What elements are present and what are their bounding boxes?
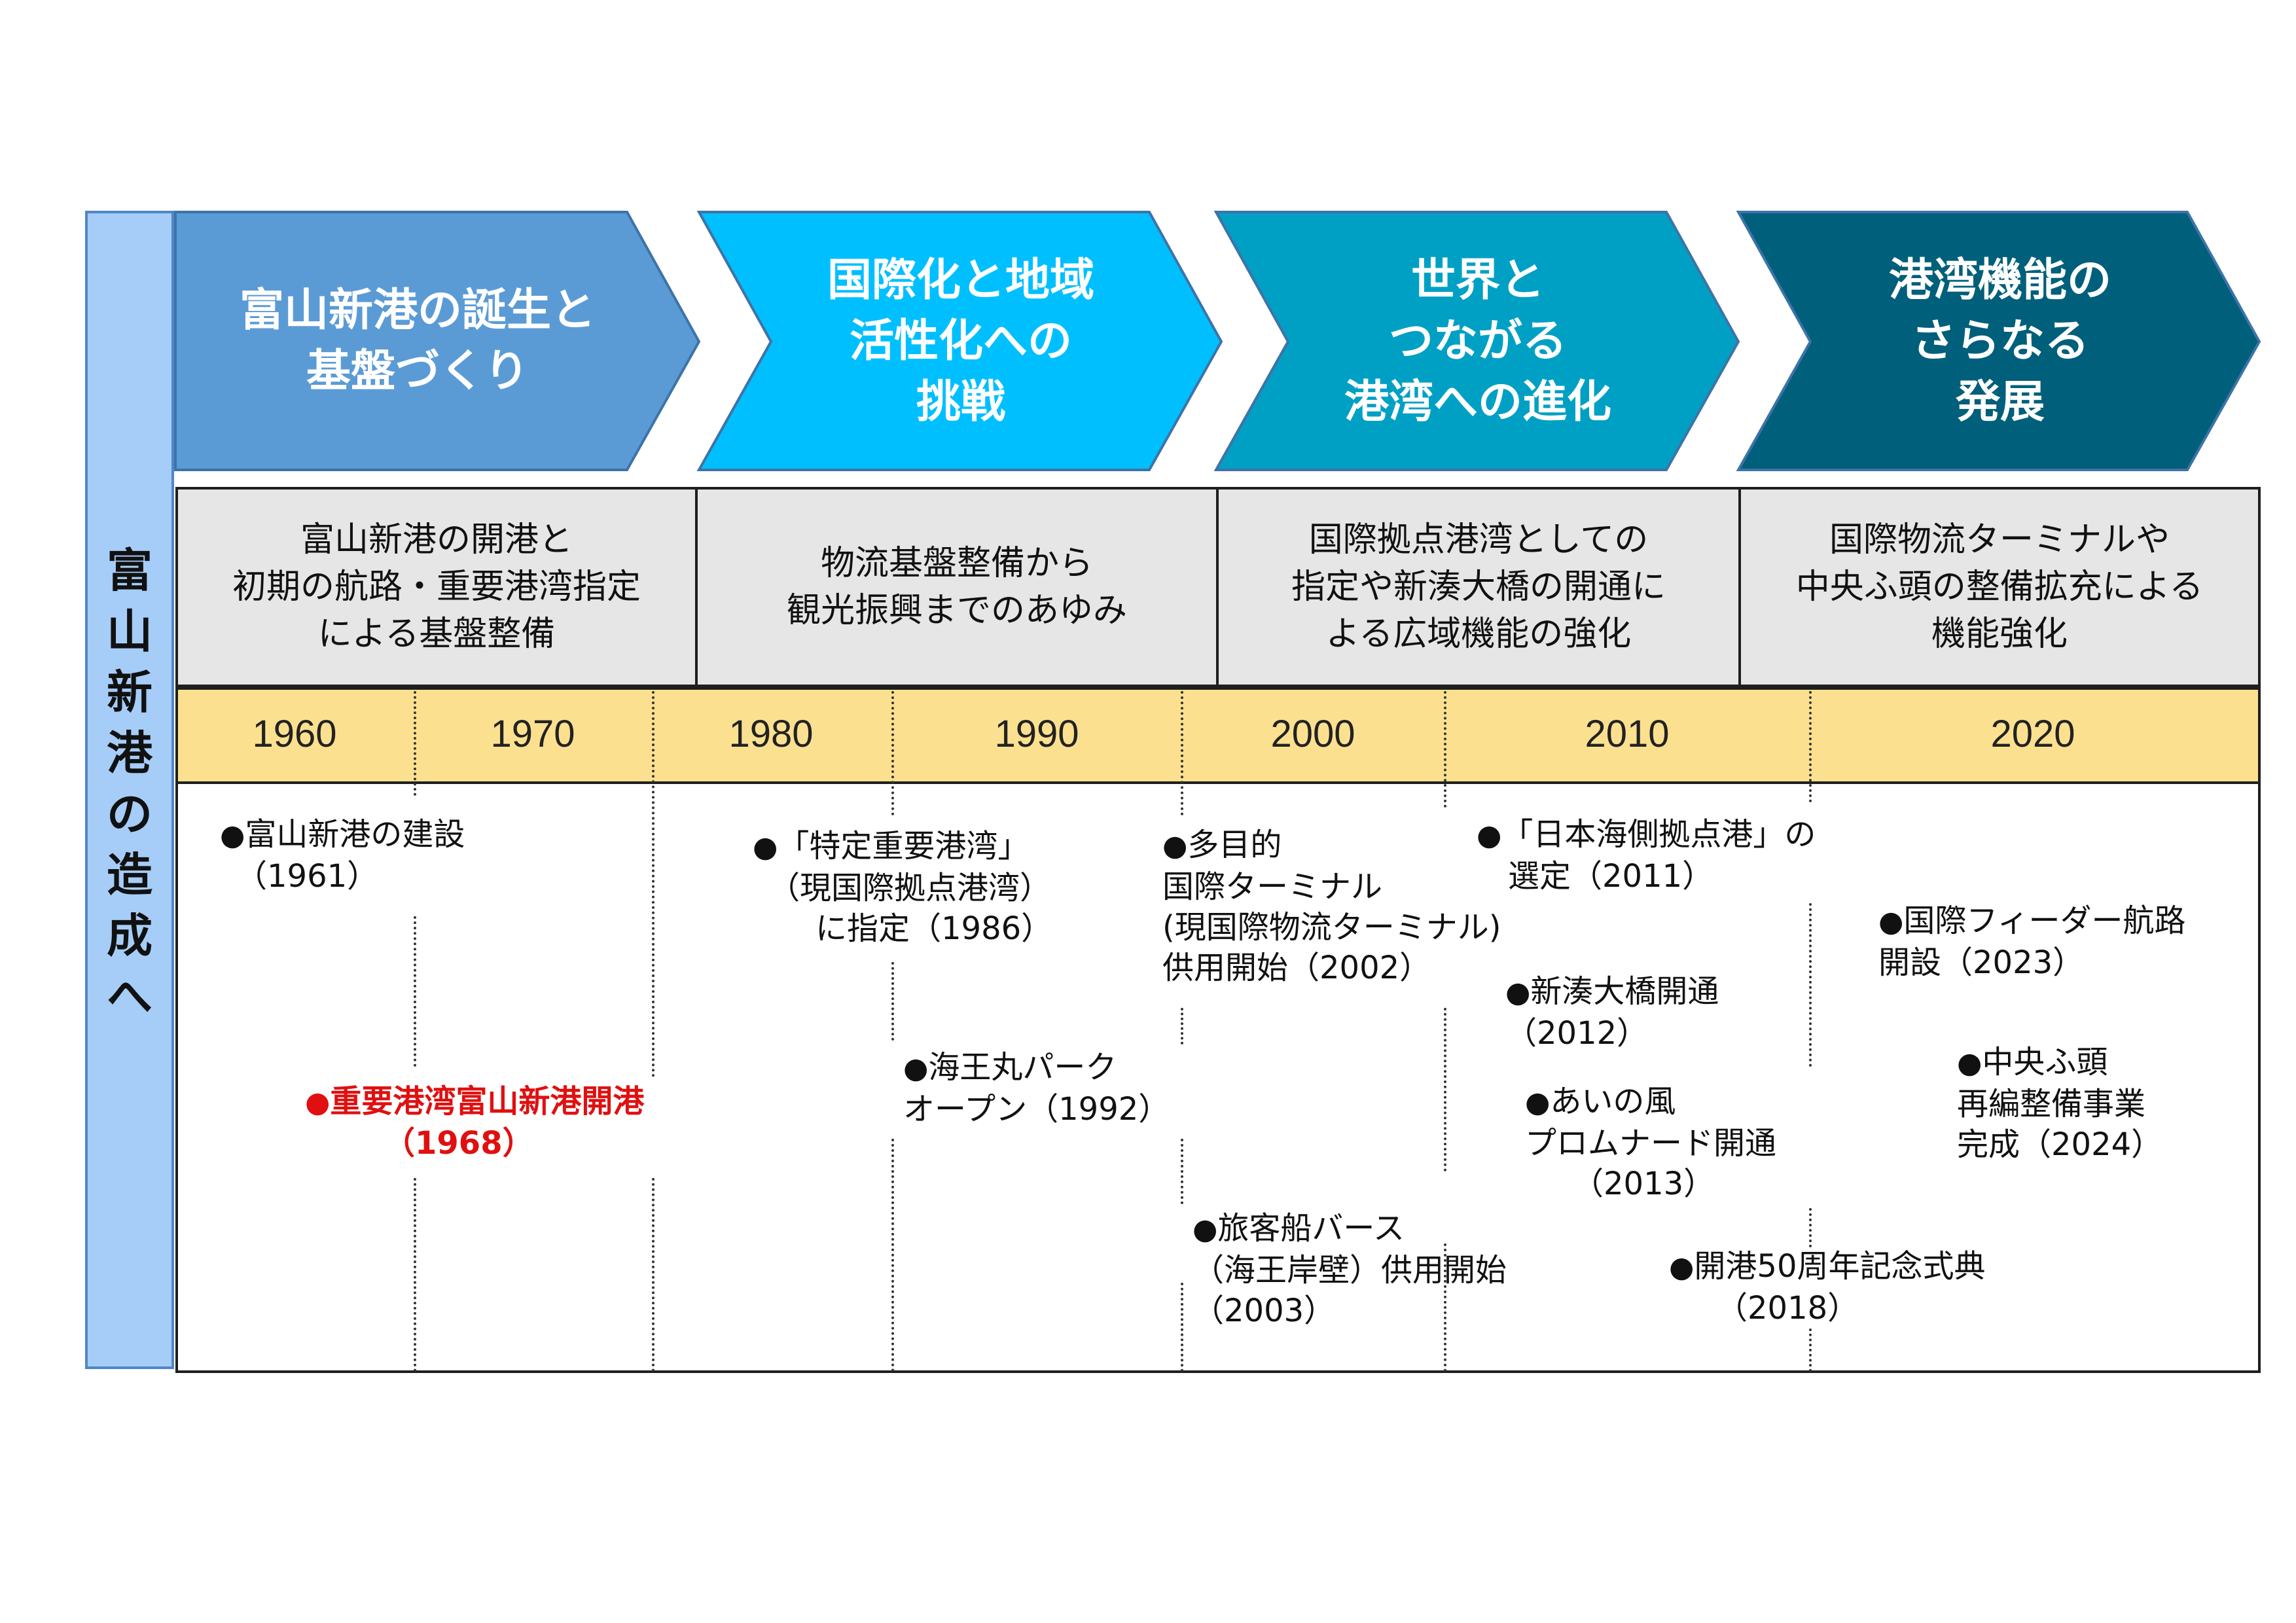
side-title: 富山新港の造成へ [107, 544, 152, 1024]
event-1992: ●海王丸パーク オープン（1992） [903, 1049, 1170, 1128]
year-label-2000: 2000 [1270, 713, 1355, 755]
divider-4b [1181, 1008, 1183, 1044]
divider-1c [414, 1178, 416, 1372]
divider-5b [1444, 1008, 1446, 1171]
phase-chevrons [174, 211, 2261, 471]
phase-title-2: 国際化と地域 活性化への 挑戦 [827, 254, 1094, 428]
year-label-2010: 2010 [1585, 713, 1670, 755]
divider-4d [1181, 1283, 1183, 1372]
divider-5 [1444, 691, 1446, 808]
phase-description-4: 国際物流ターミナルや 中央ふ頭の整備拡充による 機能強化 [1738, 487, 2261, 687]
event-2023: ●国際フィーダー航路 開設（2023） [1878, 902, 2186, 981]
divider-3c [891, 1139, 894, 1372]
event-2002: ●多目的 国際ターミナル (現国際物流ターミナル) 供用開始（2002） [1162, 827, 1501, 986]
event-area [175, 784, 2261, 1373]
event-2018: ●開港50周年記念式典 （2018） [1669, 1248, 1986, 1327]
phase-description-2: 物流基盤整備から 観光振興までのあゆみ [695, 487, 1219, 687]
phase-chevron-4 [1736, 211, 2261, 471]
divider-4c [1181, 1139, 1183, 1204]
phase-title-4: 港湾機能の さらなる 発展 [1888, 254, 2111, 428]
year-label-1960: 1960 [252, 713, 337, 755]
event-2012: ●新湊大橋開通 （2012） [1505, 973, 1719, 1052]
event-2013: ●あいの風 プロムナード開通 （2013） [1525, 1083, 1777, 1202]
divider-6 [1809, 691, 1812, 802]
divider-6d [1809, 1329, 1812, 1372]
phase-title-1: 富山新港の誕生と 基盤づくり [239, 285, 596, 397]
phase-chevron-1 [174, 211, 701, 471]
divider-6c [1809, 1208, 1812, 1247]
divider-5c [1444, 1243, 1446, 1372]
divider-4 [1181, 691, 1183, 815]
event-2024: ●中央ふ頭 再編整備事業 完成（2024） [1957, 1044, 2163, 1163]
phase-description-1: 富山新港の開港と 初期の航路・重要港湾指定 による基盤整備 [175, 487, 698, 687]
phase-chevron-3 [1213, 211, 1740, 471]
year-label-2020: 2020 [1990, 713, 2075, 755]
divider-1b [414, 916, 416, 1067]
event-2011: ●「日本海側拠点港」の 選定（2011） [1477, 816, 1816, 895]
divider-3b [891, 962, 894, 1041]
event-2003: ●旅客船バース （海王岸壁）供用開始 （2003） [1193, 1210, 1507, 1329]
phase-description-3: 国際拠点港湾としての 指定や新湊大橋の開通に よる広域機能の強化 [1216, 487, 1741, 687]
year-label-1980: 1980 [728, 713, 814, 755]
divider-1 [414, 691, 416, 796]
divider-3 [891, 691, 894, 815]
divider-2b [652, 1178, 655, 1372]
event-1986: ●「特定重要港湾」 （現国際拠点港湾） に指定（1986） [753, 828, 1053, 947]
divider-2 [652, 691, 655, 1077]
year-label-1990: 1990 [994, 713, 1079, 755]
event-1968: ●重要港湾富山新港開港 （1968） [305, 1083, 645, 1162]
event-1961: ●富山新港の建設 （1961） [220, 816, 465, 895]
divider-6b [1809, 903, 1812, 1067]
year-label-1970: 1970 [490, 713, 575, 755]
year-band [175, 687, 2261, 784]
phase-title-3: 世界と つながる 港湾への進化 [1344, 254, 1611, 428]
phase-chevron-2 [696, 211, 1223, 471]
side-title-bar: 富山新港の造成へ [85, 211, 174, 1369]
